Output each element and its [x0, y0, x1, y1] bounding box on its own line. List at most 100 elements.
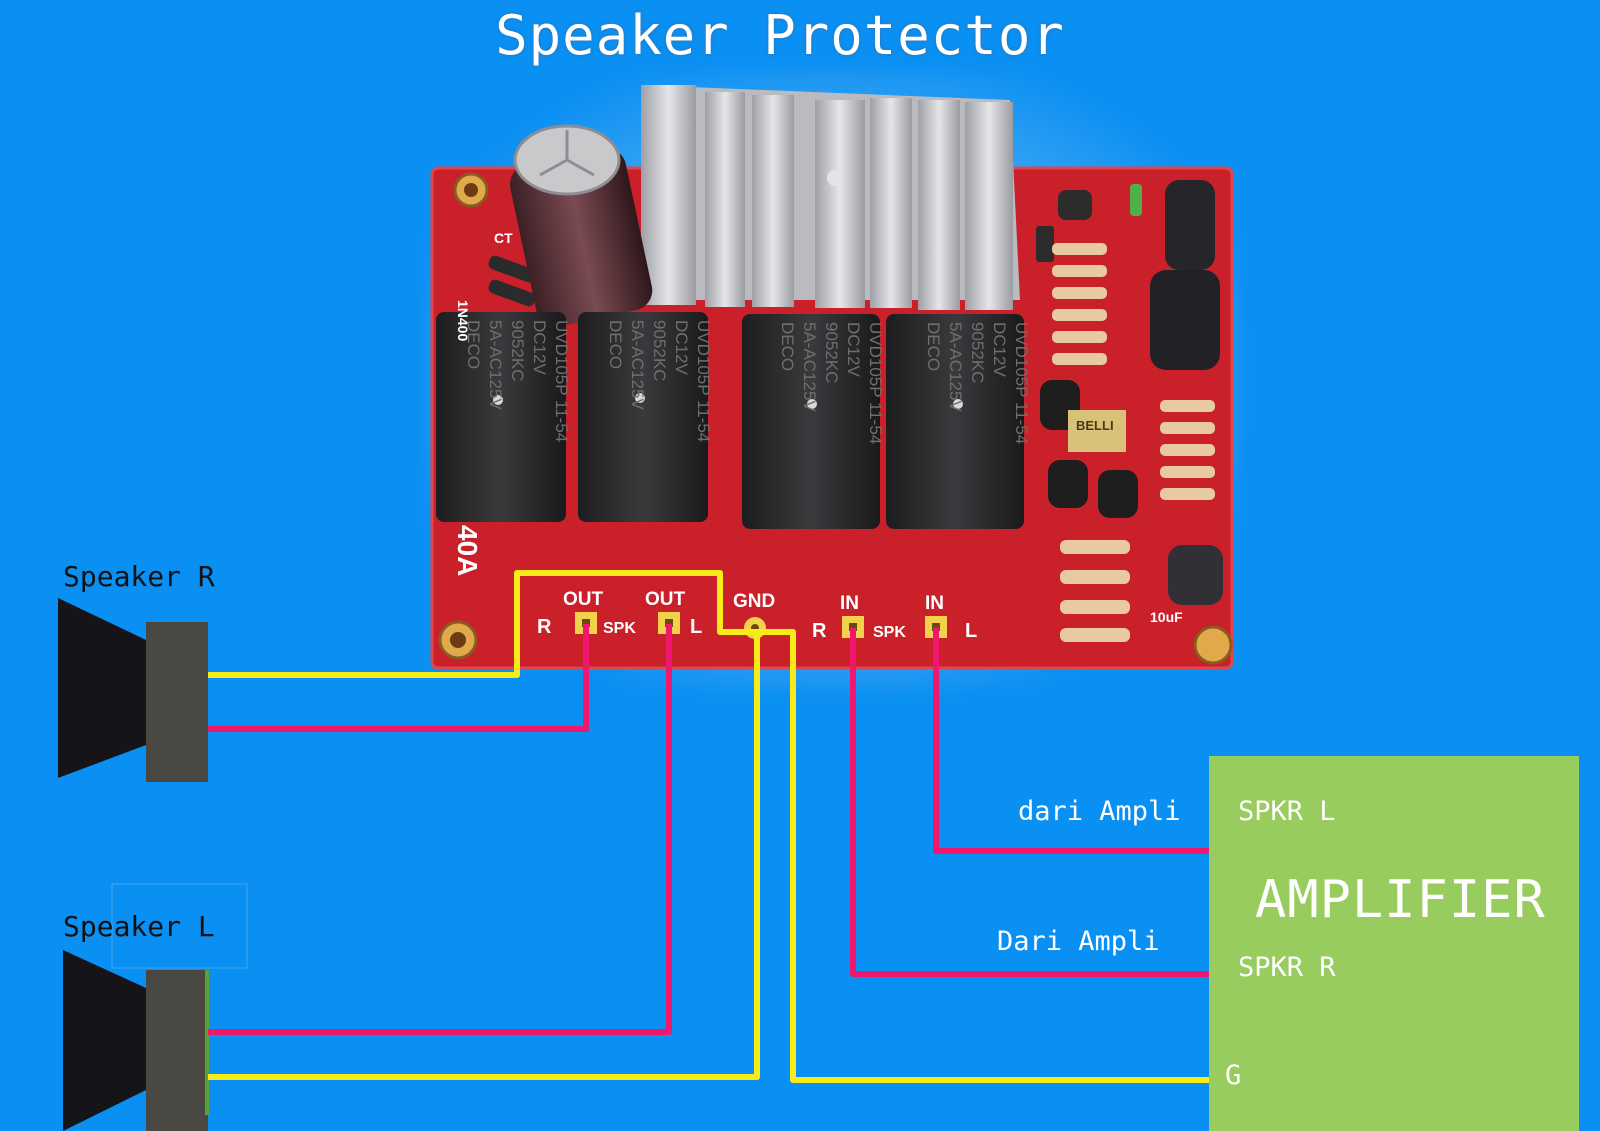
belli-sticker: [1068, 410, 1126, 452]
label-gnd: GND: [733, 591, 775, 612]
relay-label-line: UVD105P 11-54: [694, 320, 713, 442]
heatsink-fin: [641, 85, 696, 305]
mounting-hole-center: [450, 632, 466, 648]
speaker-cone: [63, 950, 146, 1131]
resistor: [1052, 353, 1107, 365]
electrolytic-capacitor: [509, 124, 653, 327]
amplifier-ground: G: [1225, 1060, 1242, 1091]
label-spk1: SPK: [603, 620, 636, 637]
small-capacitor: [1168, 545, 1223, 605]
resistor: [1052, 287, 1107, 299]
relay-body: [742, 314, 880, 529]
pad-hole: [665, 619, 673, 627]
amplifier-spkr-r: SPKR R: [1238, 952, 1336, 983]
relay-dot: [635, 393, 645, 403]
speaker-r: [58, 598, 208, 782]
relay-label-line: DECO: [464, 320, 483, 369]
label-l2: L: [965, 620, 977, 642]
label-r1: R: [537, 616, 552, 638]
amplifier-spkr-l: SPKR L: [1238, 796, 1336, 827]
pcb-text-1n400: 1N400: [455, 300, 471, 341]
terminal-pads: [575, 612, 947, 639]
amplifier-box: [1209, 756, 1579, 1131]
heatsink-fin: [870, 98, 912, 308]
relay-label-line: 5A-AC125V: [800, 322, 819, 412]
resistor: [1060, 540, 1130, 554]
relay-dot: [953, 399, 963, 409]
heatsink-fin: [705, 92, 745, 307]
wire-out-r: [208, 624, 589, 732]
resistor: [1052, 265, 1107, 277]
resistor: [1060, 600, 1130, 614]
relay-label-line: DECO: [606, 320, 625, 369]
pcb-text-ct: CT: [494, 230, 513, 246]
heatsink-fin: [752, 95, 794, 307]
relay-label-line: 5A-AC125V: [486, 320, 505, 410]
relay-4: [886, 314, 1024, 529]
mounting-hole-bottom-right: [1193, 625, 1233, 665]
speaker-cone: [58, 598, 146, 778]
relay-body: [886, 314, 1024, 529]
relay-label-line: 5A-AC125V: [628, 320, 647, 410]
wire-out-l: [208, 624, 672, 1035]
transistor: [1036, 226, 1054, 262]
relay-label-line: 9052KC: [968, 322, 987, 383]
signal-wires: [208, 624, 1220, 1035]
belli-text: BELLI: [1076, 418, 1114, 433]
speaker-magnet: [146, 622, 208, 782]
capacitor-vent: [539, 130, 595, 177]
small-capacitor: [1165, 180, 1215, 270]
resistor: [1052, 309, 1107, 321]
relay-label-line: DECO: [778, 322, 797, 371]
relay-label-line: UVD105P 11-54: [866, 322, 885, 444]
relay-body: [436, 312, 566, 522]
heatsink: [641, 85, 1020, 310]
relay-label-line: DECO: [924, 322, 943, 371]
resistor: [1052, 243, 1107, 255]
resistor: [1060, 570, 1130, 584]
relay-label-line: DC12V: [844, 322, 863, 377]
capacitor-body: [509, 148, 653, 327]
transistor: [1048, 460, 1088, 508]
pad-hole: [849, 623, 857, 631]
relay-3: [742, 314, 880, 529]
pad-hole: [582, 619, 590, 627]
page-title: Speaker Protector: [495, 4, 1065, 67]
relay-label-line: 9052KC: [822, 322, 841, 383]
heatsink-fin: [815, 100, 865, 308]
relay-2: [578, 312, 708, 522]
ground-wire-speakers: [208, 570, 760, 1080]
ground-wire-amplifier: [720, 629, 1220, 1083]
label-in-r: IN: [840, 593, 859, 614]
resistor: [1160, 400, 1215, 412]
speaker-magnet: [146, 970, 208, 1131]
wire-in-l: [933, 628, 1213, 854]
from-amplifier-left: dari Ampli: [1018, 796, 1181, 827]
relay-label-line: 9052KC: [508, 320, 527, 381]
resistor: [1160, 444, 1215, 456]
speaker-l-label: Speaker L: [63, 910, 215, 943]
resistor-row-right: [1160, 400, 1215, 500]
heatsink-fin: [965, 102, 1013, 310]
led: [1130, 184, 1142, 216]
small-components: BELLI: [1036, 180, 1223, 642]
relay-label-line: DC12V: [990, 322, 1009, 377]
from-amplifier-right: Dari Ampli: [997, 926, 1160, 957]
speaker-r-label: Speaker R: [63, 560, 215, 593]
relay-1: [436, 312, 566, 522]
diode: [488, 255, 536, 283]
resistor: [1160, 422, 1215, 434]
speaker-edge: [205, 970, 209, 1115]
label-frame: [111, 883, 248, 969]
label-out-r: OUT: [563, 589, 604, 610]
resistor: [1160, 488, 1215, 500]
relay-label-line: 9052KC: [650, 320, 669, 381]
relay-label-line: DC12V: [672, 320, 691, 375]
transistor: [1058, 190, 1092, 220]
amplifier-title: AMPLIFIER: [1255, 870, 1546, 930]
